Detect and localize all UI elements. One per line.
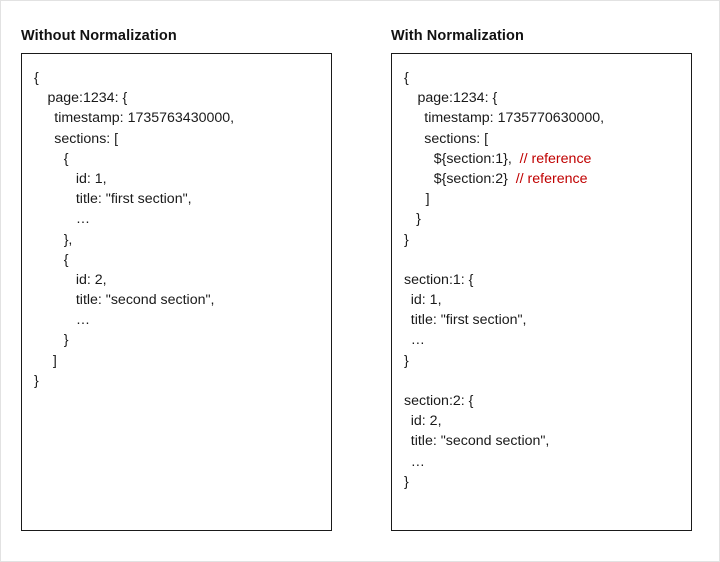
code-line: timestamp: 1735763430000, bbox=[34, 108, 327, 128]
panel-title-with-normalization: With Normalization bbox=[391, 28, 524, 44]
code-line: … bbox=[404, 330, 687, 350]
code-line: id: 1, bbox=[34, 169, 327, 189]
code-line: page:1234: { bbox=[34, 88, 327, 108]
code-line: { bbox=[34, 250, 327, 270]
code-line: id: 1, bbox=[404, 290, 687, 310]
code-line-blank bbox=[404, 371, 687, 391]
code-line: } bbox=[404, 230, 687, 250]
code-text: sections: [ bbox=[54, 130, 119, 147]
code-text: id: 1, bbox=[75, 170, 107, 187]
code-text: section:2: { bbox=[404, 393, 474, 409]
panel-title-without-normalization: Without Normalization bbox=[21, 28, 177, 44]
code-text: ${section:1}, bbox=[433, 150, 512, 167]
code-line: ] bbox=[404, 189, 687, 209]
code-line: timestamp: 1735770630000, bbox=[404, 108, 687, 128]
code-line: { bbox=[34, 68, 327, 88]
code-text: { bbox=[63, 150, 69, 167]
code-line: ] bbox=[34, 351, 327, 371]
code-text: … bbox=[75, 312, 91, 329]
code-text: page:1234: { bbox=[417, 90, 498, 107]
code-line: title: "first section", bbox=[404, 310, 687, 330]
code-text: sections: [ bbox=[424, 130, 489, 147]
code-text: title: "first section", bbox=[410, 312, 527, 329]
code-text: ] bbox=[425, 191, 430, 208]
code-box-without-normalization: { page:1234: { timestamp: 1735763430000, se… bbox=[21, 53, 332, 531]
code-text: } bbox=[404, 352, 409, 369]
code-line: page:1234: { bbox=[404, 88, 687, 108]
code-line: id: 2, bbox=[404, 411, 687, 431]
code-line: } bbox=[404, 351, 687, 371]
code-line: … bbox=[34, 310, 327, 330]
code-line: { bbox=[404, 68, 687, 88]
code-line: id: 2, bbox=[34, 270, 327, 290]
code-comment: // reference bbox=[511, 150, 592, 167]
code-text: … bbox=[410, 332, 426, 349]
code-text: … bbox=[410, 453, 426, 470]
code-text: { bbox=[63, 251, 69, 268]
code-line: … bbox=[34, 209, 327, 229]
code-text: } bbox=[416, 211, 421, 228]
code-line: } bbox=[34, 371, 327, 391]
code-text: title: "second section", bbox=[410, 433, 550, 450]
code-text: section:1: { bbox=[404, 271, 474, 288]
code-text: id: 2, bbox=[410, 413, 442, 430]
code-body-with-normalization: { page:1234: { timestamp: 1735770630000, se… bbox=[404, 68, 687, 492]
code-text: title: "first section", bbox=[75, 191, 192, 208]
code-line: ${section:2} // reference bbox=[404, 169, 687, 189]
code-text: … bbox=[75, 211, 91, 228]
code-text: } bbox=[34, 372, 39, 389]
code-line: sections: [ bbox=[34, 129, 327, 149]
code-text: } bbox=[63, 332, 69, 349]
code-line-blank bbox=[404, 250, 687, 270]
code-text: } bbox=[404, 473, 409, 490]
code-line: { bbox=[34, 149, 327, 169]
code-line: title: "second section", bbox=[404, 431, 687, 451]
code-text: { bbox=[404, 70, 409, 86]
code-text: ${section:2} bbox=[433, 170, 508, 187]
code-text: timestamp: 1735770630000, bbox=[424, 110, 605, 127]
code-body-without-normalization: { page:1234: { timestamp: 1735763430000, se… bbox=[34, 68, 327, 391]
code-text: page:1234: { bbox=[47, 90, 128, 107]
code-line: title: "second section", bbox=[34, 290, 327, 310]
code-text: id: 1, bbox=[410, 292, 442, 309]
code-line: title: "first section", bbox=[34, 189, 327, 209]
code-text: { bbox=[34, 70, 39, 86]
code-text: timestamp: 1735763430000, bbox=[54, 110, 235, 127]
code-line: } bbox=[404, 472, 687, 492]
code-line: … bbox=[404, 452, 687, 472]
code-text: ] bbox=[52, 352, 57, 369]
code-line: } bbox=[34, 330, 327, 350]
code-line: ${section:1}, // reference bbox=[404, 149, 687, 169]
code-line: section:2: { bbox=[404, 391, 687, 411]
code-line: } bbox=[404, 209, 687, 229]
code-text: } bbox=[404, 231, 409, 248]
code-box-with-normalization: { page:1234: { timestamp: 1735770630000, se… bbox=[391, 53, 692, 531]
code-line: }, bbox=[34, 230, 327, 250]
code-line: sections: [ bbox=[404, 129, 687, 149]
code-line: section:1: { bbox=[404, 270, 687, 290]
code-comment: // reference bbox=[507, 170, 588, 187]
code-text: }, bbox=[63, 231, 73, 248]
code-text: id: 2, bbox=[75, 271, 107, 288]
code-text: title: "second section", bbox=[75, 292, 215, 309]
